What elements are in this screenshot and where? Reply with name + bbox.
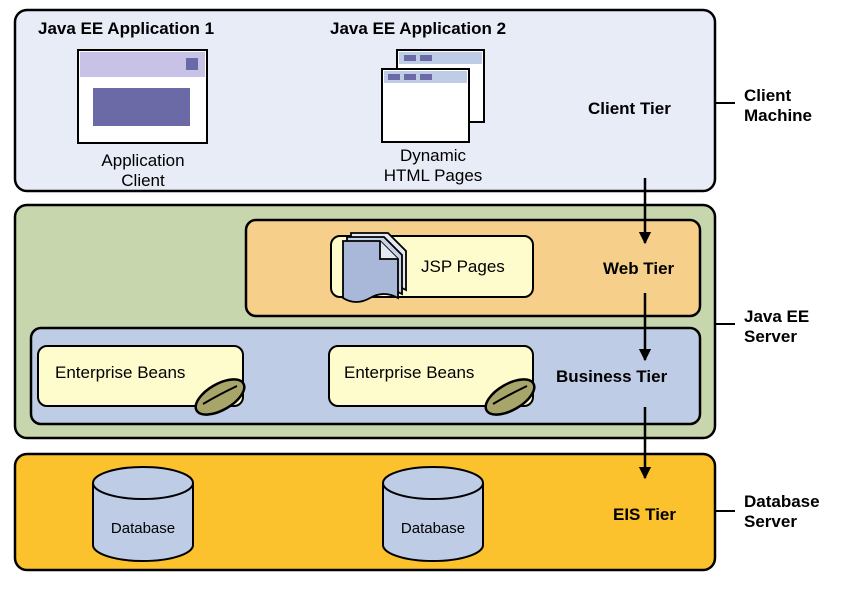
web-tier-label: Web Tier <box>603 259 675 278</box>
app2-caption: Dynamic HTML Pages <box>358 146 508 186</box>
business-tier-label: Business Tier <box>556 367 668 386</box>
database-label-2: Database <box>400 520 466 537</box>
enterprise-beans-box-1 <box>37 345 244 407</box>
enterprise-beans-label-2: Enterprise Beans <box>344 363 475 382</box>
database-cylinder-icon <box>382 466 484 562</box>
app1-caption-line1: Application <box>101 151 185 170</box>
bean-icon <box>484 378 536 416</box>
app1-title: Java EE Application 1 <box>38 19 215 38</box>
eis-tier-label: EIS Tier <box>613 505 676 524</box>
database-server-label: Database Server <box>744 492 820 532</box>
java-ee-server-label: Java EE Server <box>744 307 809 347</box>
client-machine-line1: Client <box>744 86 792 105</box>
client-machine-line2: Machine <box>744 106 813 125</box>
client-tier-label: Client Tier <box>588 99 671 118</box>
database-server-line2: Server <box>744 512 797 531</box>
jsp-pages-label: JSP Pages <box>421 257 505 276</box>
database-server-line1: Database <box>744 492 820 511</box>
stacked-browser-windows-icon <box>381 49 485 143</box>
enterprise-beans-label-1: Enterprise Beans <box>55 363 186 382</box>
bean-icon <box>194 378 246 416</box>
java-ee-server-line1: Java EE <box>744 307 810 326</box>
app2-title: Java EE Application 2 <box>330 19 507 38</box>
app1-caption-line2: Client <box>121 171 165 190</box>
app2-caption-line1: Dynamic <box>399 146 467 165</box>
stacked-documents-icon <box>342 232 407 303</box>
application-window-icon <box>77 49 208 144</box>
client-machine-label: Client Machine <box>744 86 812 126</box>
database-label-1: Database <box>110 520 176 537</box>
app1-caption: Application Client <box>68 151 218 191</box>
database-cylinder-icon <box>92 466 194 562</box>
app2-caption-line2: HTML Pages <box>383 166 483 185</box>
java-ee-server-line2: Server <box>744 327 797 346</box>
enterprise-beans-box-2 <box>328 345 534 407</box>
